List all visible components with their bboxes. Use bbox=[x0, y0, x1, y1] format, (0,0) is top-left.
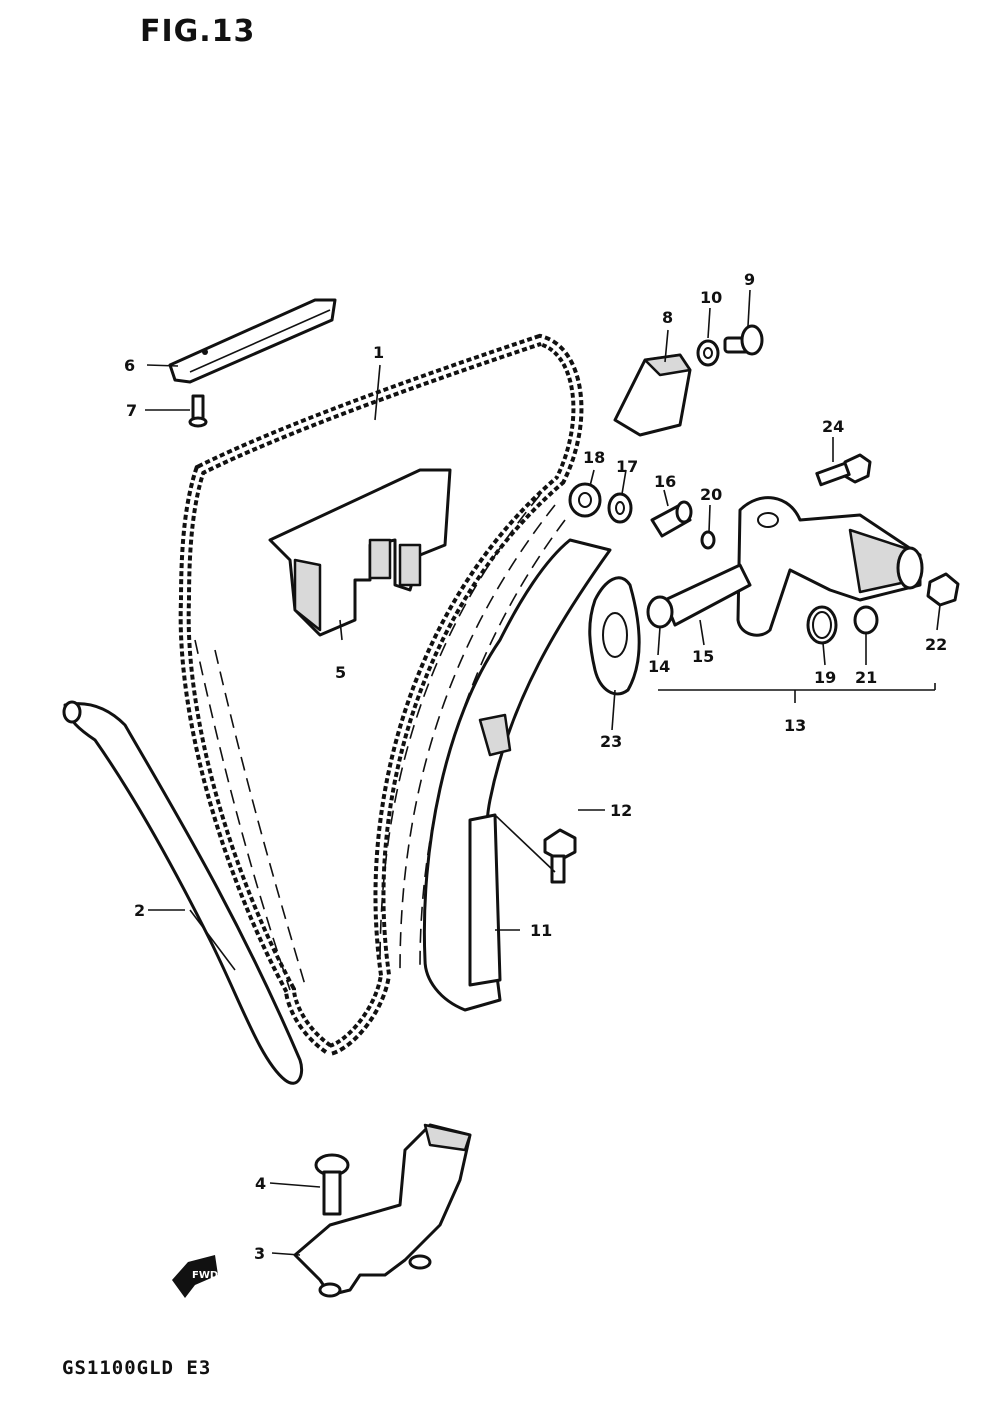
callout-14: 14 bbox=[648, 657, 670, 676]
chain-guide-front bbox=[422, 538, 612, 1012]
forward-direction-arrow: FWD bbox=[172, 1255, 218, 1298]
callout-6: 6 bbox=[124, 356, 135, 375]
chain-guide-bracket bbox=[268, 468, 452, 637]
tensioner-pushrod bbox=[646, 563, 752, 629]
callout-17: 17 bbox=[616, 457, 638, 476]
callout-1: 1 bbox=[373, 343, 384, 362]
callout-24: 24 bbox=[822, 417, 844, 436]
bolt-12 bbox=[494, 814, 577, 884]
washer-10 bbox=[696, 339, 720, 367]
callout-12: 12 bbox=[610, 801, 632, 820]
callout-22: 22 bbox=[925, 635, 947, 654]
spacer-18 bbox=[568, 482, 602, 518]
bolt-4 bbox=[314, 1153, 350, 1216]
callout-3: 3 bbox=[254, 1244, 265, 1263]
model-code: GS1100GLD E3 bbox=[62, 1357, 212, 1379]
callout-16: 16 bbox=[654, 472, 676, 491]
leader-lines bbox=[145, 289, 941, 1256]
o-ring-19 bbox=[806, 605, 838, 645]
nut-21 bbox=[853, 605, 879, 635]
clip-20 bbox=[700, 530, 716, 550]
chain-guide-rear bbox=[62, 700, 304, 1085]
washer-17 bbox=[607, 492, 633, 524]
fwd-label: FWD bbox=[192, 1270, 218, 1281]
callout-2: 2 bbox=[134, 901, 145, 920]
callout-10: 10 bbox=[700, 288, 722, 307]
tensioner-body bbox=[736, 496, 924, 637]
bolt-7 bbox=[188, 394, 208, 428]
callout-18: 18 bbox=[583, 448, 605, 467]
callout-15: 15 bbox=[692, 647, 714, 666]
cap-22 bbox=[926, 572, 960, 607]
callout-13: 13 bbox=[784, 716, 806, 735]
callout-labels: 1 2 3 4 5 6 7 8 9 10 11 12 13 14 15 16 1… bbox=[124, 270, 947, 1263]
callout-5: 5 bbox=[335, 663, 346, 682]
chain-guide-top bbox=[168, 298, 337, 384]
bolt-24 bbox=[815, 453, 872, 487]
callout-21: 21 bbox=[855, 668, 877, 687]
callout-9: 9 bbox=[744, 270, 755, 289]
pin-16 bbox=[650, 500, 693, 538]
callout-19: 19 bbox=[814, 668, 836, 687]
callout-7: 7 bbox=[126, 401, 137, 420]
callout-8: 8 bbox=[662, 308, 673, 327]
figure-title: FIG.13 bbox=[140, 14, 256, 49]
callout-20: 20 bbox=[700, 485, 722, 504]
callout-4: 4 bbox=[255, 1174, 266, 1193]
chain-damper bbox=[613, 353, 692, 437]
bolt-9 bbox=[723, 324, 764, 356]
guide-holder bbox=[293, 1123, 472, 1298]
callout-23: 23 bbox=[600, 732, 622, 751]
callout-11: 11 bbox=[530, 921, 552, 940]
cam-chain bbox=[178, 333, 584, 1057]
gasket-23 bbox=[588, 576, 641, 696]
